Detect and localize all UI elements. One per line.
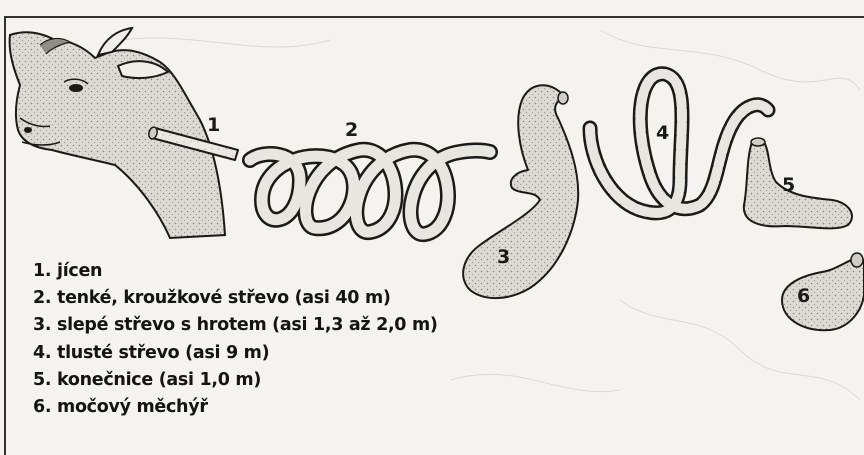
legend-item: 6. močový měchýř	[33, 394, 438, 421]
legend-item: 5. konečnice (asi 1,0 m)	[33, 367, 438, 394]
part-number-1: 1	[207, 114, 220, 136]
part-number-6: 6	[797, 285, 810, 307]
part-number-5: 5	[782, 174, 795, 196]
small-intestine-coil-icon	[250, 150, 490, 234]
legend-item: 4. tlusté střevo (asi 9 m)	[33, 340, 438, 367]
part-number-4: 4	[656, 122, 669, 144]
legend-item: 1. jícen	[33, 258, 438, 285]
bladder-icon	[782, 253, 864, 330]
part-number-3: 3	[497, 246, 510, 268]
legend-list: 1. jícen 2. tenké, kroužkové střevo (asi…	[33, 258, 438, 421]
legend-item: 3. slepé střevo s hrotem (asi 1,3 až 2,0…	[33, 312, 438, 339]
caecum-icon	[463, 85, 578, 298]
legend-item: 2. tenké, kroužkové střevo (asi 40 m)	[33, 285, 438, 312]
rectum-icon	[744, 138, 852, 228]
colon-loop-icon	[590, 74, 768, 213]
part-number-2: 2	[345, 119, 358, 141]
cow-head-icon	[10, 28, 225, 238]
